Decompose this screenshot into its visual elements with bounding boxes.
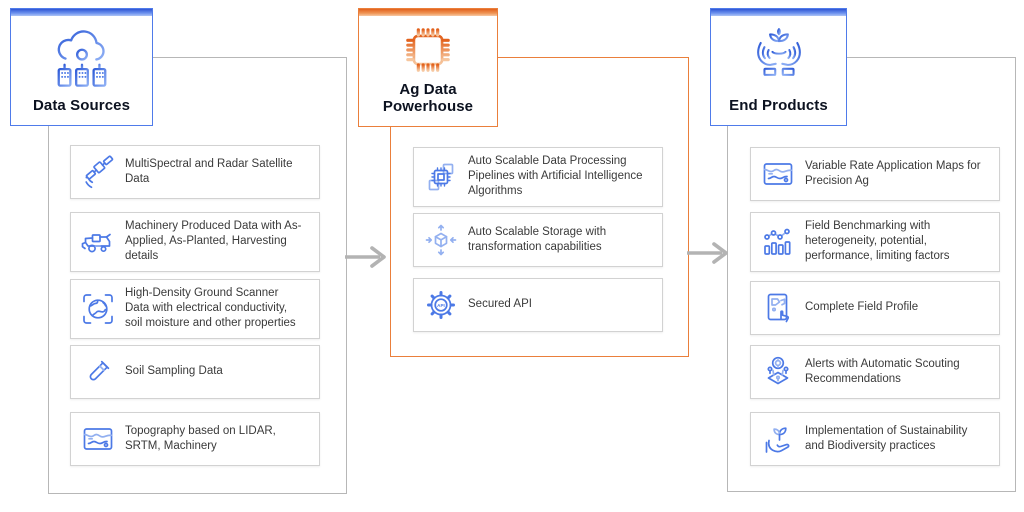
ag-data-powerhouse-header: Ag Data Powerhouse bbox=[358, 8, 498, 127]
card-label: Implementation of Sustainability and Bio… bbox=[805, 424, 968, 452]
end-products-title: End Products bbox=[729, 97, 828, 115]
arrow-powerhouse-to-products bbox=[687, 242, 728, 264]
card-label: Auto Scalable Data Processing Pipelines … bbox=[468, 155, 643, 198]
header-accent-strip bbox=[11, 9, 152, 16]
secured-api-gear-icon: API bbox=[422, 287, 460, 323]
card-secured-api: API Secured API bbox=[413, 278, 663, 332]
header-accent-strip bbox=[359, 9, 497, 16]
card-label: Secured API bbox=[468, 298, 532, 311]
data-sources-header: Data Sources bbox=[10, 8, 153, 126]
api-text: API bbox=[437, 303, 445, 308]
card-label: High-Density Ground Scanner Data with el… bbox=[125, 287, 296, 330]
card-label: Auto Scalable Storage with transformatio… bbox=[468, 225, 607, 253]
scouting-alerts-icon bbox=[759, 354, 797, 390]
card-topography-data: Topography based on LIDAR, SRTM, Machine… bbox=[70, 412, 320, 466]
ag-data-powerhouse-title: Ag Data Powerhouse bbox=[382, 81, 474, 116]
card-label: Variable Rate Application Maps for Preci… bbox=[805, 159, 981, 187]
soil-sample-tube-icon bbox=[79, 354, 117, 390]
card-sustainability: Implementation of Sustainability and Bio… bbox=[750, 412, 1000, 466]
harvester-machinery-icon bbox=[79, 224, 117, 260]
vra-map-icon bbox=[759, 156, 797, 192]
benchmark-chart-icon bbox=[759, 224, 797, 260]
card-label: Field Benchmarking with heterogeneity, p… bbox=[805, 220, 950, 263]
card-satellite-data: MultiSpectral and Radar Satellite Data bbox=[70, 145, 320, 199]
card-soil-sampling-data: Soil Sampling Data bbox=[70, 345, 320, 399]
card-machinery-data: Machinery Produced Data with As-Applied,… bbox=[70, 212, 320, 272]
data-sources-container bbox=[48, 57, 347, 494]
cloud-servers-icon bbox=[50, 16, 114, 98]
scalable-storage-cube-icon bbox=[422, 222, 460, 258]
card-field-profile: Complete Field Profile bbox=[750, 281, 1000, 335]
end-products-header: End Products bbox=[710, 8, 847, 126]
processor-chip-icon bbox=[399, 16, 457, 82]
card-scalable-storage: Auto Scalable Storage with transformatio… bbox=[413, 213, 663, 267]
sustainability-hand-icon bbox=[759, 421, 797, 457]
card-ai-pipelines: Auto Scalable Data Processing Pipelines … bbox=[413, 147, 663, 207]
topography-map-icon bbox=[79, 421, 117, 457]
end-products-container bbox=[727, 57, 1016, 492]
card-label: Complete Field Profile bbox=[805, 301, 919, 314]
card-label: Topography based on LIDAR, SRTM, Machine… bbox=[125, 424, 276, 452]
card-scouting-alerts: Alerts with Automatic Scouting Recommend… bbox=[750, 345, 1000, 399]
card-vra-maps: Variable Rate Application Maps for Preci… bbox=[750, 147, 1000, 201]
arrow-sources-to-powerhouse bbox=[345, 246, 386, 268]
satellite-icon bbox=[79, 154, 117, 190]
hands-plant-icon bbox=[748, 16, 810, 98]
ground-scanner-globe-icon bbox=[79, 291, 117, 327]
card-label: MultiSpectral and Radar Satellite Data bbox=[125, 157, 293, 185]
data-sources-title: Data Sources bbox=[32, 97, 131, 115]
card-field-benchmarking: Field Benchmarking with heterogeneity, p… bbox=[750, 212, 1000, 272]
ag-data-powerhouse-container bbox=[390, 57, 689, 357]
field-profile-icon bbox=[759, 290, 797, 326]
card-label: Alerts with Automatic Scouting Recommend… bbox=[805, 357, 960, 385]
card-label: Soil Sampling Data bbox=[125, 365, 223, 378]
card-label: Machinery Produced Data with As-Applied,… bbox=[125, 220, 302, 263]
ai-pipelines-chip-icon bbox=[422, 159, 460, 195]
card-ground-scanner-data: High-Density Ground Scanner Data with el… bbox=[70, 279, 320, 339]
header-accent-strip bbox=[711, 9, 846, 16]
